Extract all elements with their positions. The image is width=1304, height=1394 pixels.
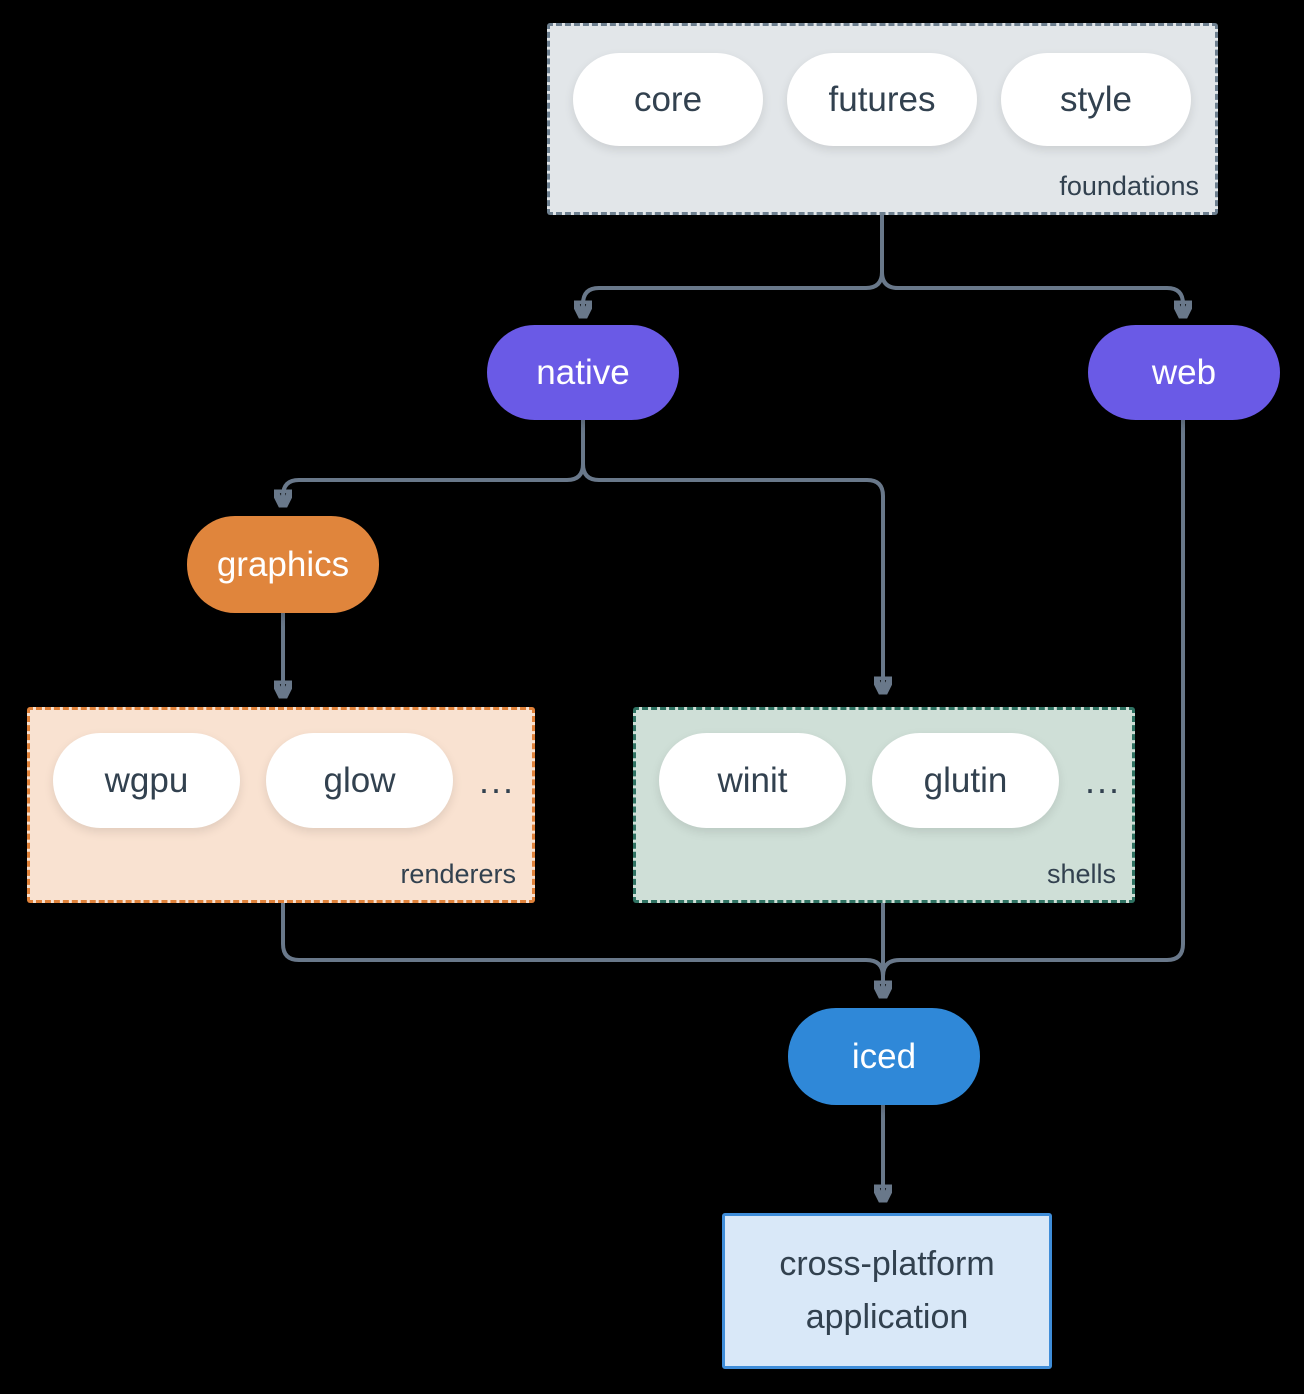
renderers-pill-row: wgpu glow ...	[30, 710, 532, 828]
edge-foundations-native	[583, 271, 884, 316]
node-cross-platform-application: cross-platform application	[722, 1213, 1052, 1369]
shells-label: shells	[1046, 859, 1116, 889]
node-wgpu: wgpu	[53, 733, 240, 828]
node-graphics: graphics	[187, 516, 379, 613]
node-native: native	[487, 325, 679, 420]
node-iced: iced	[788, 1008, 980, 1105]
group-renderers: wgpu glow ... renderers	[27, 707, 535, 903]
node-web: web	[1088, 325, 1280, 420]
shells-ellipsis: ...	[1085, 759, 1122, 801]
shells-pill-row: winit glutin ...	[636, 710, 1132, 828]
edge-native-graphics	[283, 463, 585, 505]
application-label: cross-platform application	[779, 1245, 995, 1336]
node-style: style	[1001, 53, 1191, 146]
group-shells: winit glutin ... shells	[633, 707, 1135, 903]
foundations-label: foundations	[1059, 171, 1199, 201]
edge-renderers-iced	[281, 903, 885, 977]
renderers-label: renderers	[400, 859, 516, 889]
node-futures: futures	[787, 53, 977, 146]
renderers-ellipsis: ...	[479, 759, 516, 801]
foundations-pill-row: core futures style	[550, 26, 1215, 146]
node-winit: winit	[659, 733, 846, 828]
group-foundations: core futures style foundations	[547, 23, 1218, 215]
node-glutin: glutin	[872, 733, 1059, 828]
node-glow: glow	[266, 733, 453, 828]
edge-native-shells	[581, 463, 883, 692]
node-core: core	[573, 53, 763, 146]
edge-foundations-web	[880, 271, 1183, 316]
